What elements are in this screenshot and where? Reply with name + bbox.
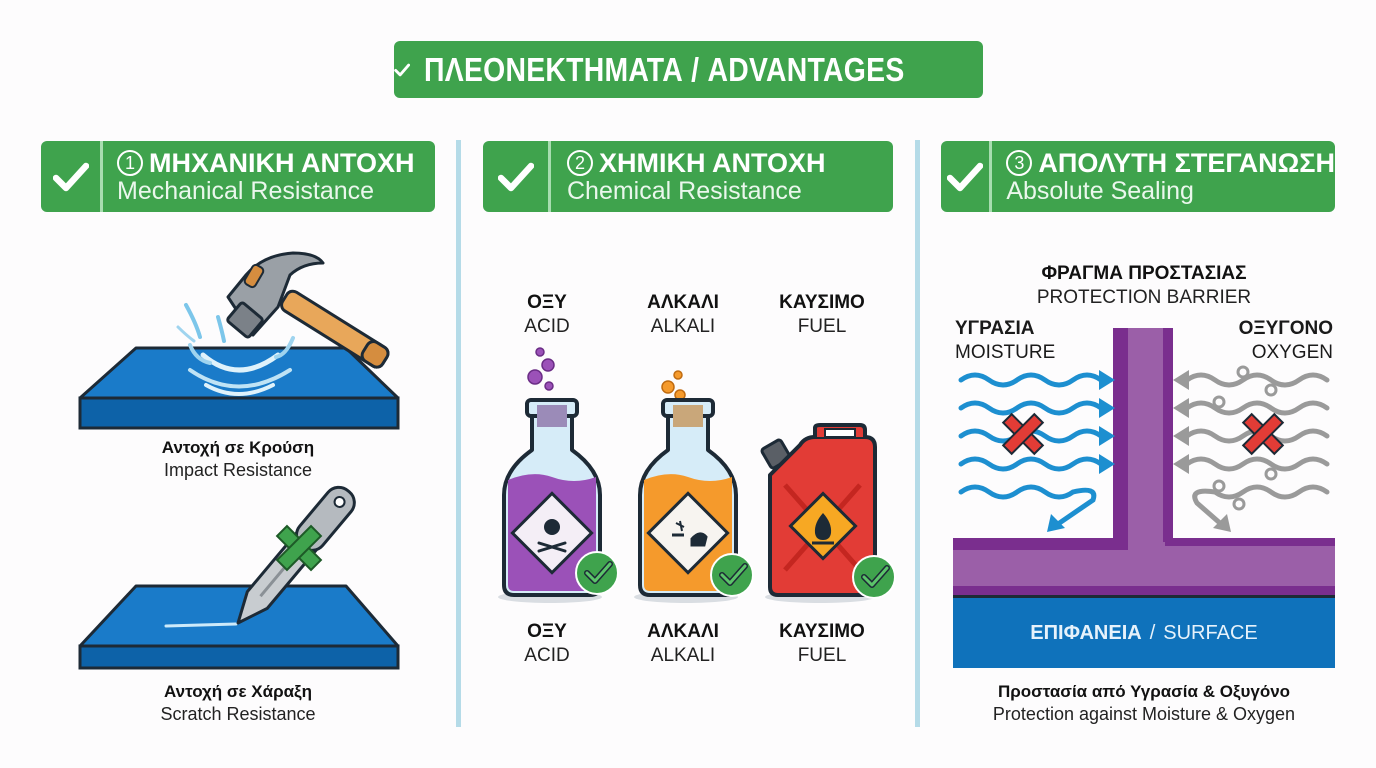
- section-title-gr: ΑΠΟΛΥΤΗ ΣΤΕΓΑΝΩΣΗ: [1038, 147, 1335, 178]
- knife-scratch-icon: [78, 485, 400, 670]
- surface-label-en: SURFACE: [1163, 621, 1258, 644]
- section-title-gr: ΜΗΧΑΝΙΚΗ ΑΝΤΟΧΗ: [149, 147, 415, 178]
- moisture-arrows-icon: [958, 372, 1104, 527]
- section-title-en: Mechanical Resistance: [117, 176, 375, 205]
- barrier-label: ΦΡΑΓΜΑ ΠΡΟΣΤΑΣΙΑΣ PROTECTION BARRIER: [1036, 263, 1252, 308]
- column-divider: [915, 140, 920, 727]
- surface-label-gr: ΕΠΙΦΑΝΕΙΑ: [1030, 621, 1142, 644]
- section-title-en: Absolute Sealing: [1006, 176, 1194, 205]
- surface-band: ΕΠΙΦΑΝΕΙΑ / SURFACE: [953, 598, 1335, 668]
- page-title: ΠΛΕΟΝΕΚΤΗΜΑΤΑ / ADVANTAGES: [424, 50, 905, 88]
- check-icon: [52, 162, 89, 191]
- acid-bottle-icon: [498, 347, 619, 603]
- section-title-gr: ΧΗΜΙΚΗ ΑΝΤΟΧΗ: [599, 147, 826, 178]
- sealing-caption: Προστασία από Υγρασία & Οξυγόνο Protecti…: [992, 682, 1296, 724]
- oxygen-label: ΟΞΥΓΟΝΟ OXYGEN: [1238, 318, 1333, 363]
- surface-separator: /: [1149, 621, 1156, 644]
- fuel-label-bottom: ΚΑΥΣΙΜΟ FUEL: [779, 621, 865, 666]
- blocked-x-icon: [1241, 412, 1285, 456]
- section-title-en: Chemical Resistance: [567, 176, 802, 205]
- moisture-label: ΥΓΡΑΣΙΑ MOISTURE: [955, 318, 1056, 363]
- alkali-label-bottom: ΑΛΚΑΛΙ ALKALI: [647, 621, 719, 666]
- check-icon: [947, 162, 984, 191]
- scratch-caption: Αντοχή σε Χάραξη Scratch Resistance: [160, 682, 316, 724]
- fuel-canister-icon: [760, 423, 896, 603]
- alkali-label-top: ΑΛΚΑΛΙ ALKALI: [647, 292, 719, 337]
- acid-label-bottom: ΟΞΥ ACID: [524, 621, 570, 666]
- acid-label-top: ΟΞΥ ACID: [524, 292, 570, 337]
- column-divider: [456, 140, 461, 727]
- hammer-impact-icon: [78, 251, 400, 430]
- section-number: 1: [117, 149, 143, 176]
- check-icon: [394, 63, 411, 76]
- section-number: 3: [1006, 149, 1033, 176]
- impact-caption: Αντοχή σε Κρούση Impact Resistance: [161, 438, 315, 480]
- check-icon: [497, 162, 534, 191]
- alkali-bottle-icon: [634, 370, 754, 603]
- title-banner: ΠΛΕΟΝΕΚΤΗΜΑΤΑ / ADVANTAGES: [394, 41, 983, 98]
- blocked-x-icon: [1001, 412, 1045, 456]
- section-number: 2: [567, 149, 593, 176]
- protection-barrier-diagram: [953, 328, 1335, 598]
- fuel-label-top: ΚΑΥΣΙΜΟ FUEL: [779, 292, 865, 337]
